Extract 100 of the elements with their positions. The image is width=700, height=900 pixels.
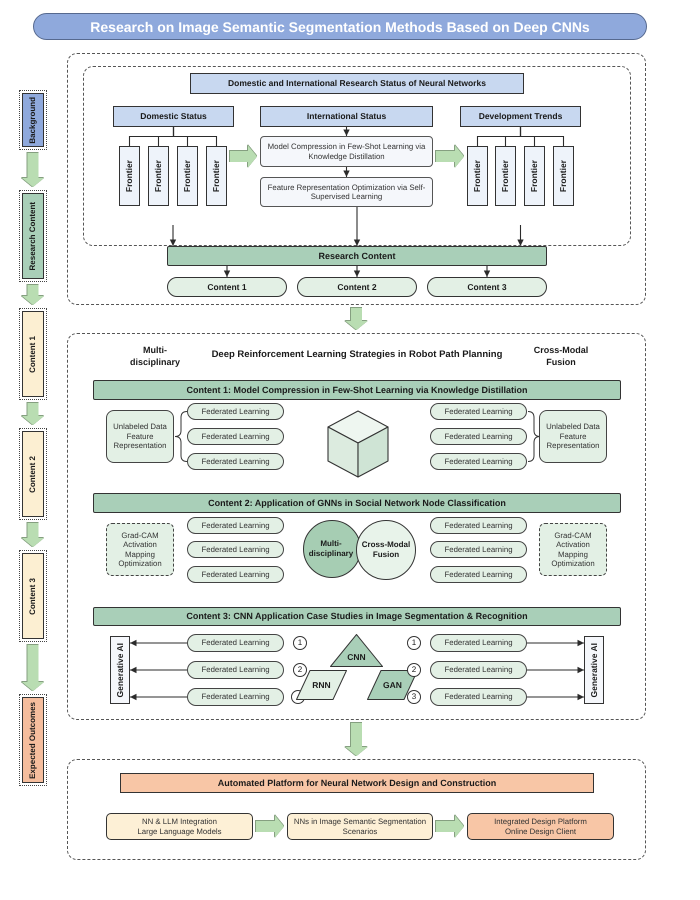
frontier-label: Frontier (124, 160, 135, 192)
block-arrow (22, 153, 44, 187)
frontier-label: Frontier (529, 160, 540, 192)
content-pill (167, 277, 287, 297)
dashed-panel (67, 759, 646, 860)
arrow (224, 266, 230, 277)
method-pill (430, 428, 527, 445)
side-label: Multi-disciplinary (128, 345, 182, 368)
triangle-shape (330, 634, 383, 667)
method-pill (187, 403, 284, 420)
frontier-box (148, 146, 169, 206)
section-title: Content 1: Model Compression in Few-Shot Learning via Knowledge Distillation (186, 384, 528, 396)
process-box (106, 813, 253, 840)
dashed-panel (67, 53, 646, 305)
stage-label: Expected Outcomes (28, 702, 38, 778)
arrow (170, 225, 176, 246)
venn-circle (356, 520, 416, 580)
frontier-box (119, 146, 140, 206)
pill-label: Content 1 (207, 282, 247, 292)
callout-number: 1 (293, 636, 307, 650)
method-pill (187, 517, 284, 534)
frontier-label: Frontier (500, 160, 511, 192)
dashed-note-box (539, 523, 607, 576)
frontier-label: Frontier (211, 160, 222, 192)
callout-number: 1 (407, 636, 421, 650)
arrow (354, 207, 360, 246)
side-label: Generative AI (114, 642, 126, 698)
shape-label: CNN (347, 652, 366, 662)
note-box (106, 410, 174, 463)
arrow (130, 640, 187, 646)
arrow (343, 167, 350, 177)
side-label: Generative AI (588, 642, 600, 698)
pill-label: Content 2 (337, 282, 377, 292)
pill-label: Content 3 (467, 282, 507, 292)
frontier-box (177, 146, 198, 206)
content-pill (297, 277, 417, 297)
section-title: Research Content (318, 250, 396, 262)
header-label: International Status (306, 111, 386, 122)
title-banner: Research on Image Semantic Segmentation Methods Based on Deep CNNs (33, 13, 647, 40)
block-arrow (436, 816, 464, 838)
method-pill (187, 634, 284, 652)
section-bar (120, 773, 594, 793)
arrow (527, 694, 584, 700)
method-pill (430, 634, 527, 652)
process-box (467, 813, 614, 840)
note-box (539, 410, 607, 463)
arrow (130, 694, 187, 700)
arrow (527, 666, 584, 674)
method-pill (187, 541, 284, 558)
panel-heading: Deep Reinforcement Learning Strategies in Robot Path Planning (210, 349, 504, 362)
method-pill (430, 403, 527, 420)
stage-label: Content 3 (28, 578, 38, 614)
parallelogram-shape (296, 670, 347, 700)
block-arrow (256, 816, 284, 838)
frontier-label: Frontier (153, 160, 164, 192)
method-pill (187, 661, 284, 679)
method-pill (187, 428, 284, 445)
method-pill (187, 453, 284, 470)
block-arrow (22, 403, 44, 425)
header-box (260, 106, 433, 127)
stage-label: Content 1 (28, 336, 38, 372)
stage-box (19, 694, 47, 786)
process-box (260, 177, 433, 207)
section-title: Content 2: Application of GNNs in Social Network Node Classification (208, 498, 506, 508)
frontier-box (206, 146, 227, 206)
header-box (460, 106, 581, 127)
side-box (110, 636, 130, 704)
connector-line (520, 127, 564, 146)
frontier-label: Frontier (182, 160, 193, 192)
arrow (517, 225, 524, 246)
block-arrow (22, 523, 44, 547)
arrow (527, 640, 584, 646)
connector-line (172, 127, 218, 146)
section-bar (93, 607, 621, 626)
stage-box (19, 90, 47, 150)
arrow (484, 266, 490, 277)
frontier-box (495, 146, 516, 206)
method-pill (187, 688, 284, 706)
callout-number: 2 (407, 663, 421, 677)
process-box (260, 136, 433, 167)
block-arrow (346, 308, 368, 330)
header-box (190, 73, 524, 94)
method-pill (430, 453, 527, 470)
block-arrow (22, 285, 44, 305)
stage-box (19, 550, 47, 642)
method-pill (430, 566, 527, 583)
stage-label: Research Content (28, 202, 38, 270)
stage-box (19, 190, 47, 282)
frontier-label: Frontier (472, 160, 483, 192)
block-arrow (346, 723, 368, 756)
stage-box (19, 428, 47, 520)
frontier-box (553, 146, 574, 206)
shape-label: RNN (312, 680, 331, 690)
frontier-box (467, 146, 488, 206)
method-pill (430, 661, 527, 679)
header-label: Development Trends (478, 111, 562, 122)
dashed-panel (67, 333, 646, 720)
callout-number: 3 (407, 690, 421, 704)
section-bar (167, 246, 547, 266)
callout-number: 2 (293, 663, 307, 677)
